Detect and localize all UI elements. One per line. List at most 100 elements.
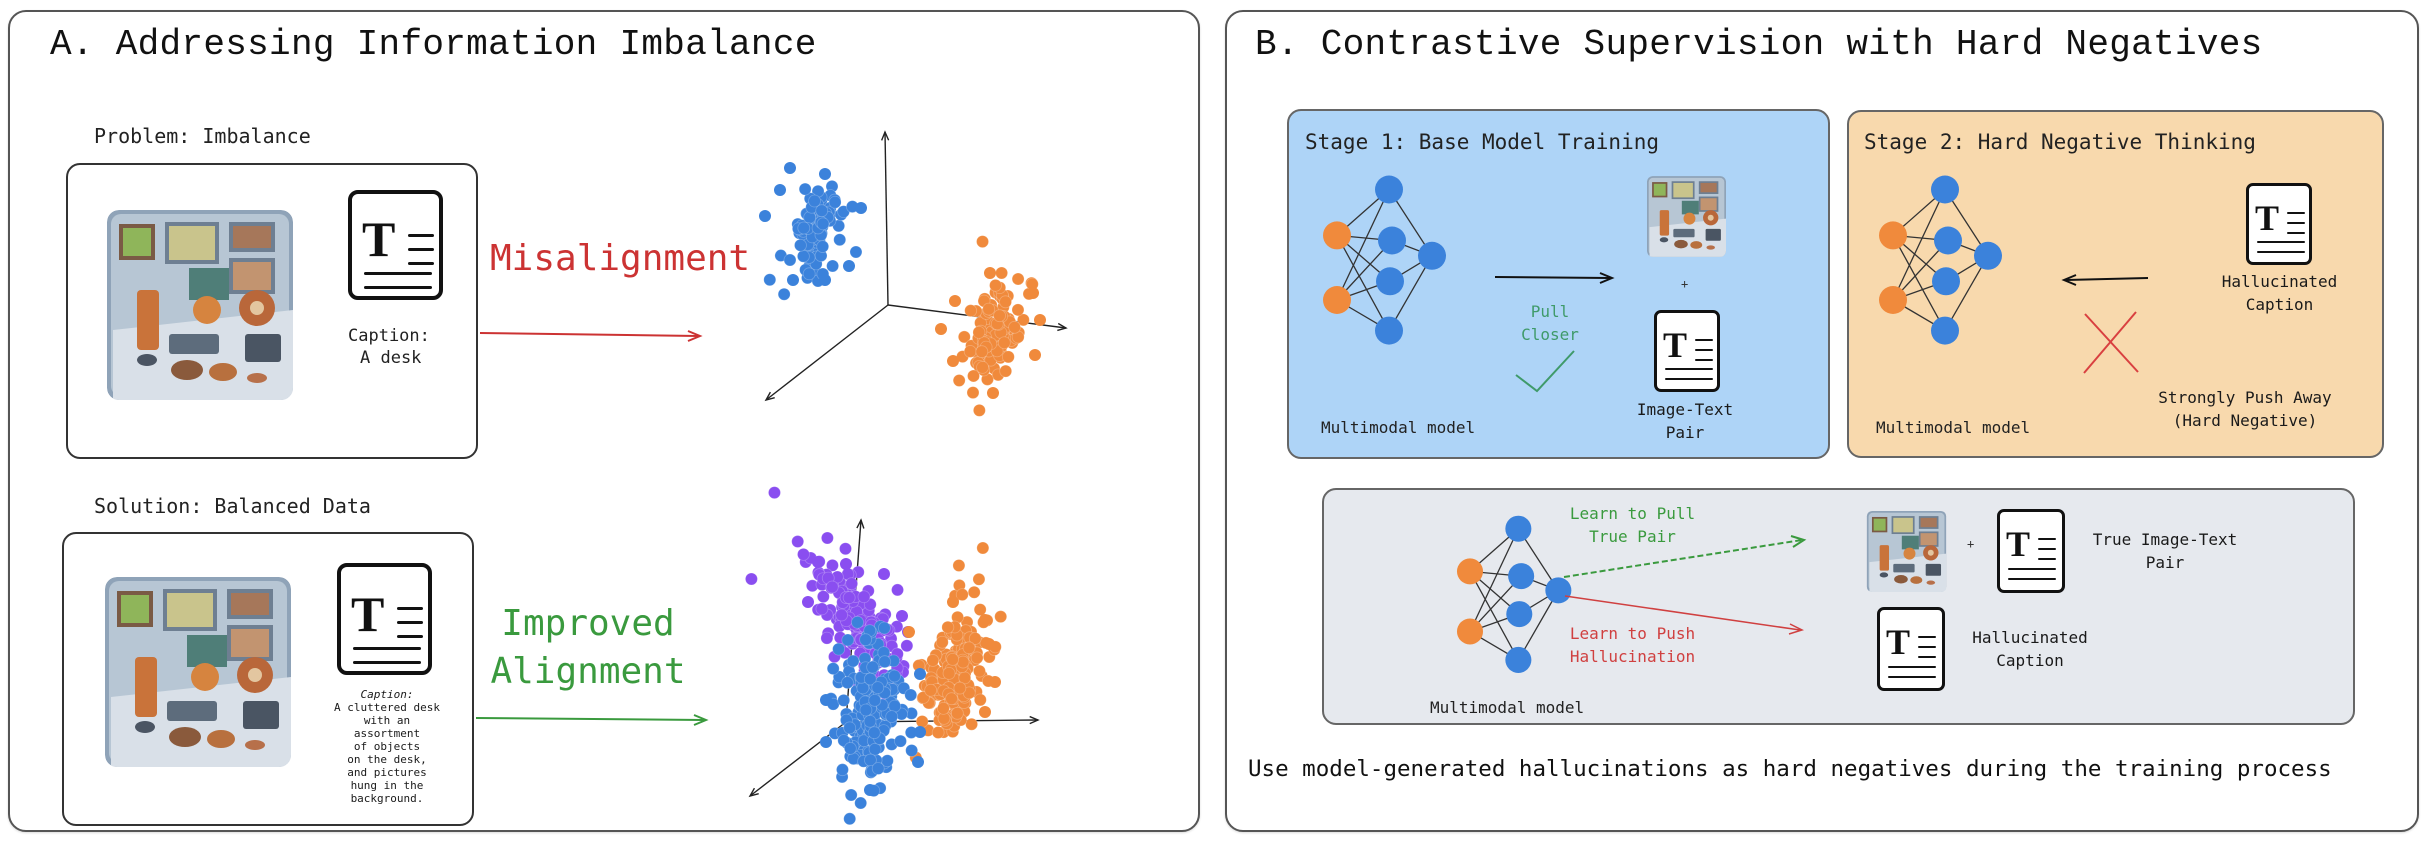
- network-edge: [1892, 235, 1946, 331]
- embedding-point: [955, 588, 969, 602]
- embedding-point: [854, 796, 868, 810]
- stage1-title: Stage 1: Base Model Training: [1305, 130, 1660, 154]
- keyboard: [1673, 228, 1695, 238]
- embedding-point: [837, 693, 851, 707]
- embedding-point: [794, 238, 807, 252]
- embedding-point-outlier: [1029, 349, 1041, 361]
- text-embedding-cluster: [903, 541, 1008, 764]
- embedding-point-outlier: [979, 614, 991, 626]
- embedding-point: [820, 631, 834, 645]
- embedding-point: [783, 253, 797, 267]
- hallucinated-caption-label: Hallucinated Caption: [2221, 272, 2338, 314]
- solution-caption-text: A cluttered desk with an assortment of o…: [334, 701, 440, 805]
- network-output-node: [1545, 577, 1572, 604]
- x-axis-arrowhead: [1029, 715, 1040, 725]
- embedding-point: [924, 683, 938, 697]
- embedding-point: [931, 726, 945, 739]
- network-hidden-node: [1375, 316, 1403, 345]
- embedding-point: [745, 572, 758, 586]
- embedding-point: [999, 364, 1013, 378]
- embedding-point: [877, 621, 891, 635]
- embedding-point-outlier: [987, 387, 999, 399]
- embedding-point-outlier: [864, 784, 876, 796]
- embedding-point: [851, 615, 864, 629]
- embedding-point: [1011, 272, 1025, 286]
- embedding-point: [973, 664, 986, 678]
- embedding-point: [836, 763, 849, 777]
- embedding-point: [885, 710, 899, 723]
- embedding-point: [859, 633, 873, 647]
- embedding-point-outlier: [878, 568, 890, 580]
- network-hidden-node: [1931, 175, 1959, 204]
- embedding-point: [937, 701, 950, 715]
- network-edge: [1944, 255, 1989, 331]
- network-edge: [1336, 235, 1390, 331]
- lamp: [1879, 545, 1890, 571]
- embedding-point: [833, 233, 847, 247]
- monitor: [1901, 535, 1919, 550]
- embedding-point-outlier: [979, 706, 991, 718]
- embedding-point: [973, 603, 987, 617]
- embedding-point: [816, 240, 830, 253]
- embedding-point: [894, 734, 907, 748]
- z-axis-arrowhead: [764, 391, 775, 402]
- embedding-point: [843, 812, 857, 826]
- embedding-point: [791, 535, 805, 548]
- network-hidden-node: [1505, 646, 1532, 673]
- desk-image-thumbnail: [1647, 176, 1726, 257]
- embedding-point: [841, 633, 855, 647]
- embedding-point-outlier: [935, 323, 947, 335]
- embedding-point: [844, 788, 858, 802]
- problem-caption-text: A desk: [360, 348, 422, 368]
- push-away-label: Strongly Push Away (Hard Negative): [2158, 388, 2332, 430]
- hallucinated-caption-document-icon: T: [1877, 607, 1945, 691]
- embedding-point: [815, 204, 829, 218]
- embedding-point: [973, 693, 987, 707]
- caption-document-icon: T: [1654, 310, 1720, 392]
- embedding-point: [871, 762, 885, 775]
- combined-training-box: [1322, 488, 2355, 725]
- embedding-point: [1016, 313, 1030, 327]
- problem-label: Problem: Imbalance: [94, 124, 311, 148]
- true-pair-label: True Image-Text Pair: [2092, 530, 2238, 572]
- embedding-point: [825, 580, 839, 594]
- embedding-point-outlier: [820, 736, 832, 748]
- embedding-point: [957, 330, 971, 344]
- embedding-point: [970, 651, 984, 665]
- embedding-point-outlier: [840, 558, 852, 570]
- network-hidden-node: [1934, 226, 1962, 255]
- embedding-point-outlier: [802, 596, 814, 608]
- embedding-point-outlier: [787, 274, 799, 286]
- embedding-point: [798, 182, 812, 196]
- embedding-point: [1008, 320, 1022, 334]
- embedding-point: [891, 583, 904, 597]
- network-input-node: [1879, 286, 1907, 314]
- lamp: [137, 290, 159, 350]
- embedding-point: [994, 610, 1008, 624]
- embedding-point: [953, 681, 967, 695]
- embedding-point-outlier: [774, 184, 786, 196]
- embedding-point: [866, 660, 880, 674]
- embedding-point: [802, 267, 816, 281]
- desk-image: [105, 577, 291, 767]
- embedding-point: [1011, 303, 1025, 317]
- embedding-point: [842, 591, 856, 605]
- embedding-point: [900, 639, 914, 653]
- embedding-point: [935, 635, 949, 649]
- stage2-title: Stage 2: Hard Negative Thinking: [1864, 130, 2256, 154]
- embedding-point: [964, 304, 978, 318]
- monitor: [187, 635, 227, 667]
- embedding-point-outlier: [819, 274, 831, 286]
- combined-hallucinated-label: Hallucinated Caption: [1972, 628, 2088, 670]
- embedding-point: [816, 590, 830, 604]
- embedding-point: [942, 666, 956, 680]
- network-input-node: [1879, 221, 1907, 250]
- panel-b-title: B. Contrastive Supervision with Hard Neg…: [1255, 24, 2263, 65]
- embedding-point: [826, 558, 839, 572]
